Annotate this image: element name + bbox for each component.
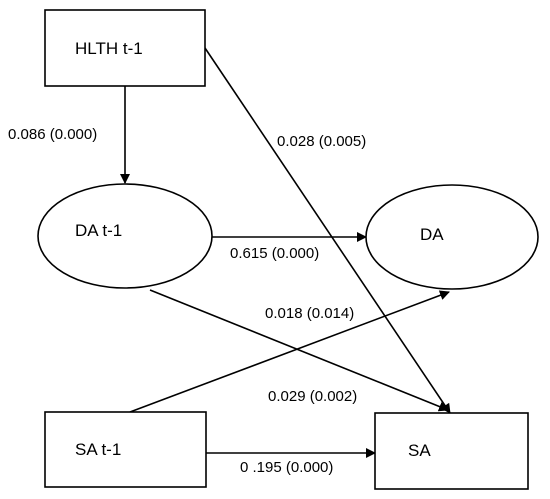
edge-label-sa-prev-to-sa: 0 .195 (0.000) (240, 459, 333, 476)
node-sa-label: SA (408, 441, 431, 460)
edge-sa-prev-to-da (129, 290, 450, 413)
edge-label-da-prev-to-sa: 0.029 (0.002) (268, 388, 357, 405)
edge-hlth-prev-to-sa (204, 47, 451, 414)
edge-label-sa-prev-to-da: 0.018 (0.014) (265, 305, 354, 322)
edge-da-prev-to-sa (149, 289, 449, 412)
node-sa (374, 412, 529, 490)
node-da-prev (37, 183, 213, 289)
node-da-prev-label: DA t-1 (75, 221, 122, 240)
node-hlth-prev (44, 9, 206, 87)
edge-label-da-prev-to-da: 0.615 (0.000) (230, 245, 319, 262)
node-sa-prev (44, 411, 207, 488)
edge-label-hlth-prev-to-sa: 0.028 (0.005) (277, 133, 366, 150)
edge-label-hlth-prev-to-da-prev: 0.086 (0.000) (8, 126, 97, 143)
node-sa-prev-label: SA t-1 (75, 440, 121, 459)
node-da (365, 184, 539, 290)
node-da-label: DA (420, 225, 444, 244)
node-hlth-prev-label: HLTH t-1 (75, 39, 143, 58)
